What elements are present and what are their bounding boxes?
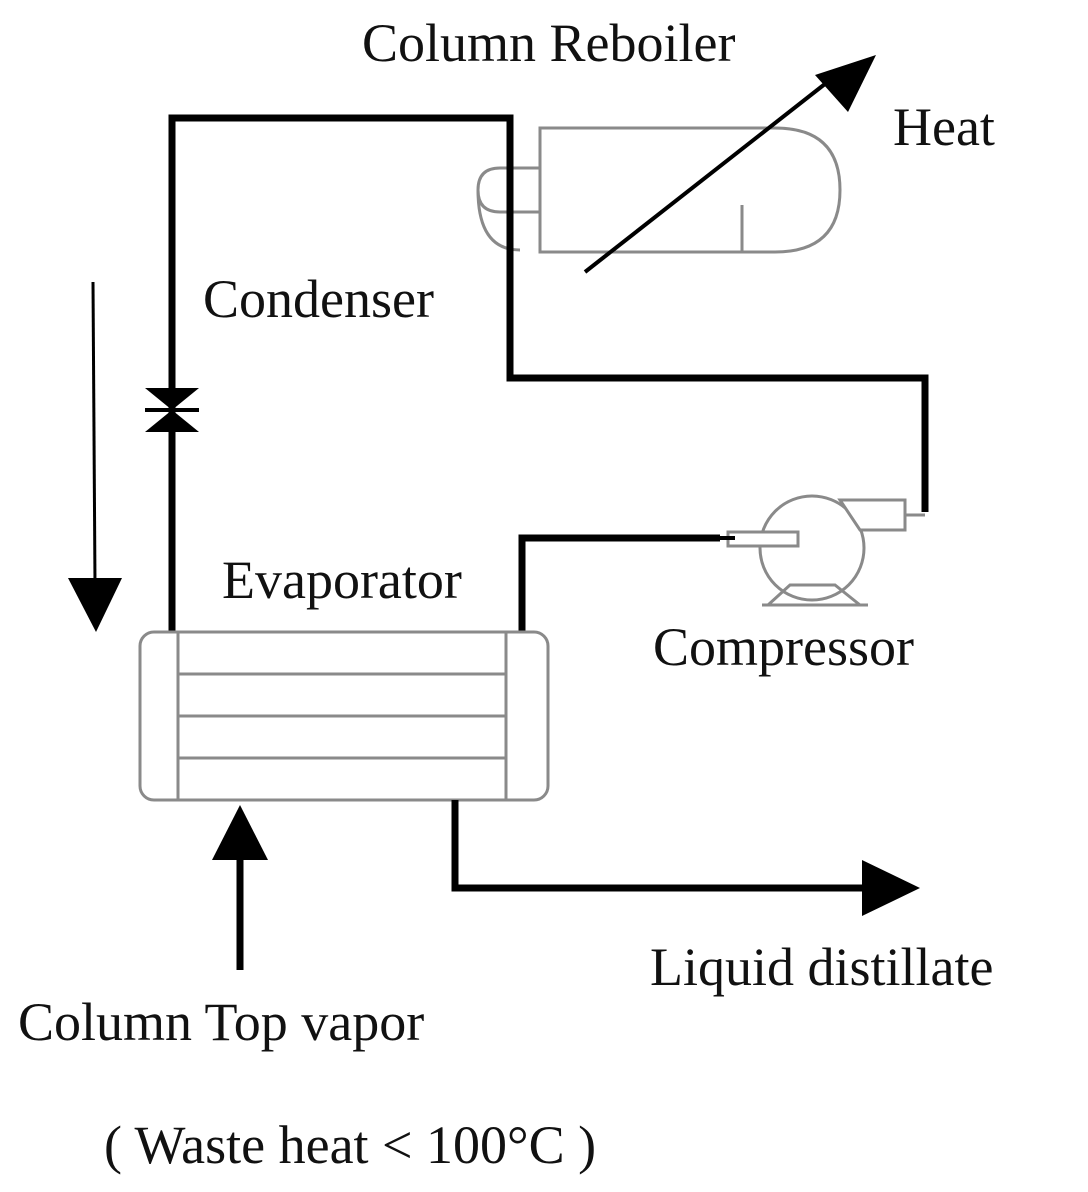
flow-direction-arrow — [68, 281, 122, 632]
column-reboiler-label: Column Reboiler — [362, 13, 736, 73]
reboiler-vessel-icon — [476, 126, 842, 254]
compressor-icon — [715, 494, 925, 607]
shell-and-tube-exchanger-icon — [138, 630, 550, 802]
liquid-distillate-label: Liquid distillate — [650, 937, 994, 997]
liquid-outlet-arrow — [451, 800, 920, 916]
waste-heat-label: ( Waste heat < 100°C ) — [104, 1115, 597, 1175]
vapor-inlet-arrow — [212, 805, 268, 970]
heat-label: Heat — [893, 97, 995, 157]
column-top-vapor-label: Column Top vapor — [18, 992, 425, 1052]
expansion-valve-icon — [145, 388, 199, 432]
compressor-label: Compressor — [653, 617, 914, 677]
refrigerant-loop-pipe — [168, 114, 929, 632]
suction-pipe — [518, 534, 720, 632]
condenser-label: Condenser — [203, 269, 434, 329]
evaporator-label: Evaporator — [222, 550, 462, 610]
heat-arrow — [583, 55, 876, 274]
